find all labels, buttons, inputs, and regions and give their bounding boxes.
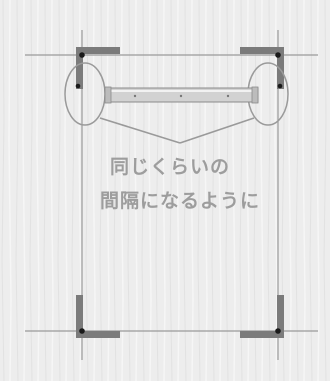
right-pointer-line xyxy=(179,117,255,144)
corner-brackets xyxy=(76,47,284,338)
shelf-rail xyxy=(104,86,259,104)
bracket-top-right xyxy=(240,47,284,89)
pointer-lines xyxy=(99,117,255,144)
screw-bottom-left xyxy=(79,328,85,334)
screw-top-left xyxy=(79,52,85,58)
screws xyxy=(75,52,283,334)
caption-line-2: 間隔になるように xyxy=(100,190,261,212)
bracket-top-left xyxy=(76,47,120,89)
screw-top-right xyxy=(275,52,281,58)
left-pointer-line xyxy=(99,117,181,144)
screw-left-lower xyxy=(75,83,81,89)
caption-line-1: 同じくらいの xyxy=(109,156,230,178)
bracket-bottom-left xyxy=(76,295,120,338)
screw-bottom-right xyxy=(275,328,281,334)
bracket-bottom-right xyxy=(240,295,284,338)
screw-right-lower xyxy=(277,83,283,89)
